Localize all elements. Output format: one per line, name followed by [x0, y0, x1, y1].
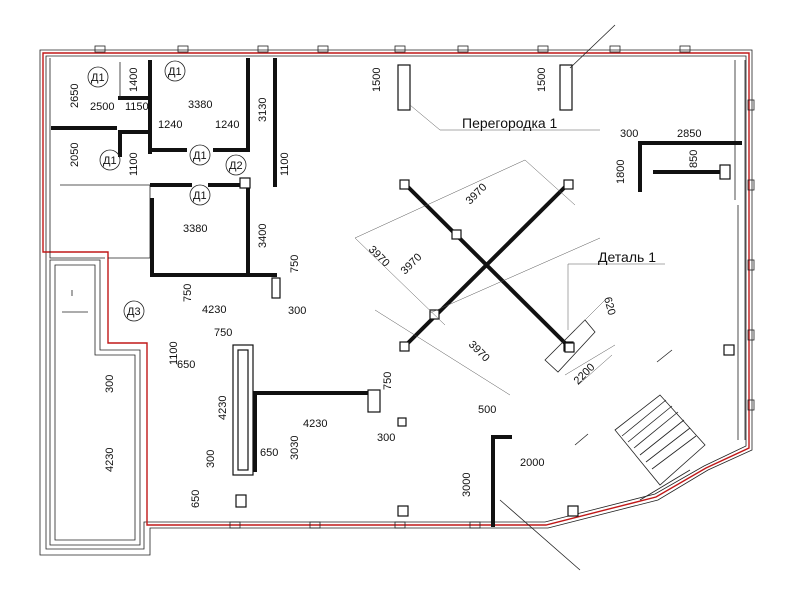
dimension-label: 1240: [215, 119, 239, 131]
dimension-label: 4230: [202, 304, 226, 316]
dimension-label: 300: [104, 375, 116, 393]
dimension-label: 2050: [69, 143, 81, 167]
dimension-label: 1100: [128, 152, 140, 176]
dimension-label: 4230: [303, 418, 327, 430]
left-corridor: [49, 259, 141, 546]
section-markers: [499, 24, 673, 571]
dimension-label: 1150: [125, 101, 149, 113]
dimension-label: 3000: [461, 473, 473, 497]
dimension-label: 3130: [257, 98, 269, 122]
dimension-label: 750: [289, 255, 301, 273]
dimension-label: 850: [688, 150, 700, 168]
dimension-label: 4230: [104, 448, 116, 472]
dimension-label: 2500: [90, 101, 114, 113]
door-tag-d1: Д1: [91, 72, 105, 84]
dimension-label: 300: [377, 432, 395, 444]
dimension-label: 620: [601, 296, 617, 317]
window-markers: [94, 45, 755, 529]
door-tag-d1: Д1: [193, 190, 207, 202]
dimension-label: 650: [177, 359, 195, 371]
door-tag-d1: Д1: [103, 155, 117, 167]
dimension-label: 300: [205, 450, 217, 468]
cross-partition: [354, 159, 601, 396]
door-tag-d1: Д1: [193, 150, 207, 162]
columns: [397, 344, 735, 517]
small-rooms: [49, 58, 281, 299]
dimension-label: 3970: [466, 339, 492, 365]
dimension-label: 2850: [677, 128, 701, 140]
dimension-label: 1500: [536, 68, 548, 92]
staircase: [614, 394, 706, 501]
detail-callout: Деталь 1: [598, 249, 656, 265]
dimension-label: 1400: [128, 68, 140, 92]
dimension-label: 3030: [289, 436, 301, 460]
dimension-label: 2650: [69, 84, 81, 108]
dimension-label: 750: [382, 372, 394, 390]
dimension-label: 3380: [183, 223, 207, 235]
door-tag-d2: Д2: [229, 160, 243, 172]
dimension-label: 3970: [399, 251, 425, 277]
dimension-label: 1240: [158, 119, 182, 131]
dimension-label: 1500: [371, 68, 383, 92]
dimension-label: 2000: [520, 457, 544, 469]
dimension-label: 300: [288, 305, 306, 317]
door-tag-d1: Д1: [168, 66, 182, 78]
dimension-label: 300: [620, 128, 638, 140]
door-tag-d3: Д3: [127, 306, 141, 318]
dimension-label: 750: [182, 284, 194, 302]
partition-callout: Перегородка 1: [462, 115, 558, 131]
dimension-label: 1100: [168, 341, 180, 365]
dimension-label: 3400: [257, 224, 269, 248]
dimension-label: 650: [260, 447, 278, 459]
dimension-label: 1100: [279, 152, 291, 176]
dimension-label: 3380: [188, 99, 212, 111]
dimension-label: 500: [478, 404, 496, 416]
dimension-label: 2200: [572, 361, 598, 387]
dimension-label: 3970: [366, 244, 392, 270]
detail-1-element: [544, 299, 616, 386]
dimension-label: 1800: [615, 160, 627, 184]
dimension-label: 4230: [217, 396, 229, 420]
outer-walls: [39, 45, 755, 556]
dimension-label: 750: [214, 327, 232, 339]
dimension-label: 650: [190, 490, 202, 508]
dimension-label: 3970: [464, 181, 490, 207]
hall-partitions: [232, 64, 742, 527]
